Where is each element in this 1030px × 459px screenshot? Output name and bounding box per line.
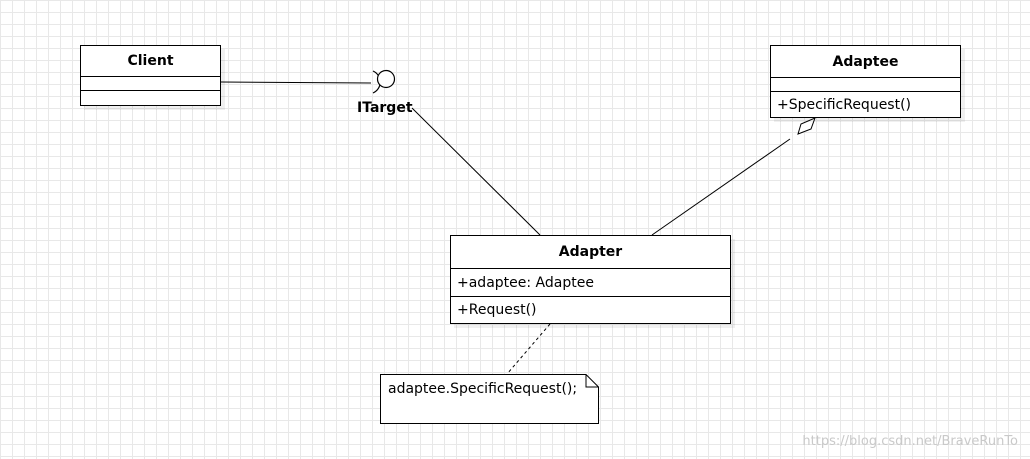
class-adapter[interactable]: Adapter +adaptee: Adaptee +Request() bbox=[450, 235, 731, 324]
note-text: adaptee.SpecificRequest(); bbox=[388, 381, 578, 397]
class-name: Adaptee bbox=[832, 53, 899, 70]
operations-compartment bbox=[81, 90, 220, 105]
adapter-to-adaptee-line bbox=[651, 138, 791, 236]
aggregation-diamond bbox=[797, 117, 816, 135]
operation: +Request() bbox=[457, 302, 537, 318]
note-shape bbox=[380, 374, 599, 424]
client-to-itarget-line bbox=[220, 81, 372, 84]
operations-compartment: +Request() bbox=[451, 296, 730, 323]
class-client[interactable]: Client bbox=[80, 45, 221, 106]
itarget-lollipop bbox=[376, 69, 396, 89]
attributes-compartment bbox=[81, 75, 220, 91]
class-name: Client bbox=[127, 52, 174, 69]
watermark: https://blog.csdn.net/BraveRunTo bbox=[802, 434, 1018, 449]
attributes-compartment: +adaptee: Adaptee bbox=[451, 268, 730, 296]
attributes-compartment bbox=[771, 77, 960, 91]
class-name: Adapter bbox=[558, 244, 623, 260]
adapter-to-itarget-line bbox=[411, 107, 541, 236]
operations-compartment: +SpecificRequest() bbox=[771, 91, 960, 117]
itarget-socket bbox=[372, 70, 381, 94]
attribute: +adaptee: Adaptee bbox=[457, 274, 594, 291]
operation: +SpecificRequest() bbox=[777, 96, 912, 113]
note[interactable]: adaptee.SpecificRequest(); bbox=[380, 374, 599, 424]
interface-label: ITarget bbox=[357, 100, 413, 116]
class-adaptee[interactable]: Adaptee +SpecificRequest() bbox=[770, 45, 961, 118]
note-anchor-line bbox=[506, 323, 551, 375]
